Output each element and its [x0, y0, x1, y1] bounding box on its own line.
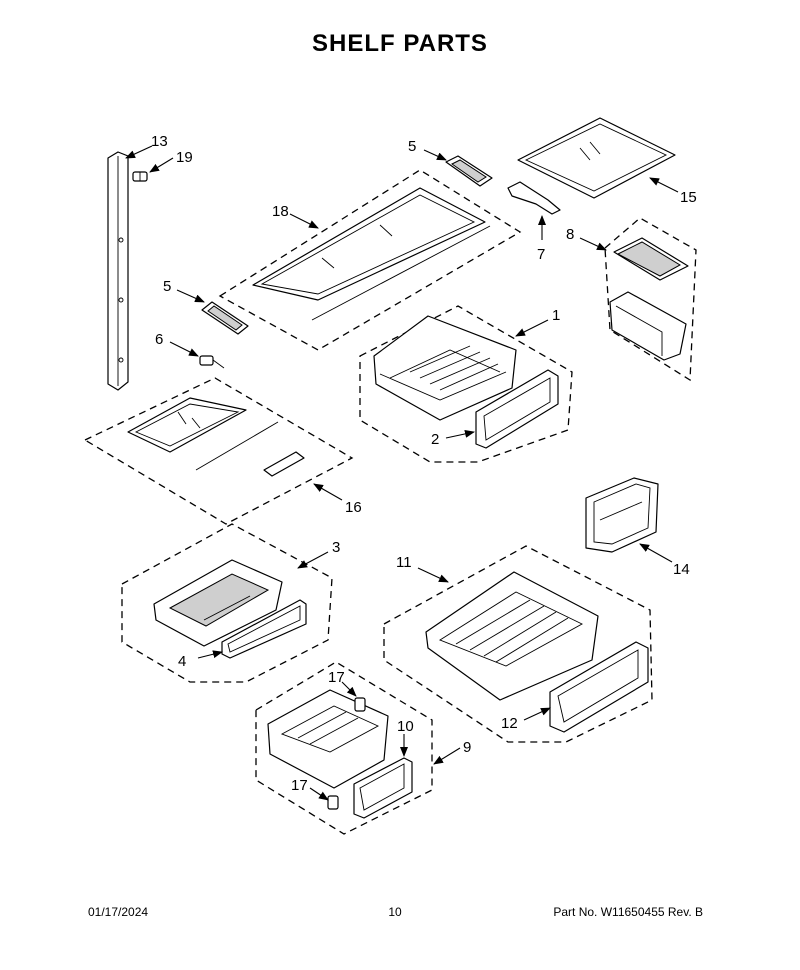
part-9-drawer	[267, 689, 389, 789]
part-19-screw	[132, 171, 148, 182]
part-14-bin	[585, 477, 659, 553]
part-13-vertical-rail	[107, 151, 129, 391]
callout-1: 1	[552, 307, 560, 324]
callout-18: 18	[272, 203, 289, 220]
part-3-drawer	[153, 559, 283, 647]
callout-19: 19	[176, 149, 193, 166]
part-15-glass-shelf	[517, 117, 676, 199]
callout-7: 7	[537, 246, 545, 263]
callout-13: 13	[151, 133, 168, 150]
callout-2: 2	[431, 431, 439, 448]
part-11-freezer-basket	[425, 571, 599, 701]
callout-11: 11	[396, 554, 412, 571]
group-8-outline	[604, 217, 697, 382]
callout-5-upper: 5	[408, 138, 416, 155]
callout-17-lower: 17	[291, 777, 308, 794]
part-17-screw-lower	[327, 795, 339, 810]
callout-9: 9	[463, 739, 471, 756]
page-title: SHELF PARTS	[312, 30, 488, 57]
callout-12: 12	[501, 715, 518, 732]
leader-lines	[125, 145, 679, 801]
footer-part-number: Part No. W11650455 Rev. B	[553, 905, 703, 919]
callout-17-upper: 17	[328, 669, 345, 686]
group-18-outline	[218, 169, 522, 351]
part-10-drawer-front	[353, 757, 413, 819]
callout-6: 6	[155, 331, 163, 348]
footer-page-number: 10	[388, 905, 402, 919]
part-6-screw	[199, 355, 225, 369]
callout-5-left: 5	[163, 278, 171, 295]
group-16-outline	[83, 377, 354, 525]
callout-3: 3	[332, 539, 340, 556]
group-3-outline	[121, 523, 333, 683]
callout-8: 8	[566, 226, 574, 243]
callout-16: 16	[345, 499, 362, 516]
callout-4: 4	[178, 653, 186, 670]
callout-15: 15	[680, 189, 697, 206]
group-11-outline	[383, 545, 653, 743]
part-5-upper-bracket	[445, 155, 493, 187]
part-1-crisper-drawer	[373, 315, 517, 421]
part-12-basket-front	[549, 641, 649, 733]
callout-10: 10	[397, 718, 414, 735]
part-17-screw-upper	[354, 697, 366, 712]
part-2-drawer-front	[475, 369, 559, 449]
footer-date: 01/17/2024	[88, 905, 149, 919]
callout-14: 14	[673, 561, 690, 578]
part-5-left-bracket	[201, 301, 249, 335]
part-7-bracket	[507, 181, 561, 215]
part-18-glass-shelf	[252, 187, 491, 321]
part-16-glass-shelf	[127, 397, 305, 477]
part-8-bin-with-lid	[609, 237, 689, 361]
